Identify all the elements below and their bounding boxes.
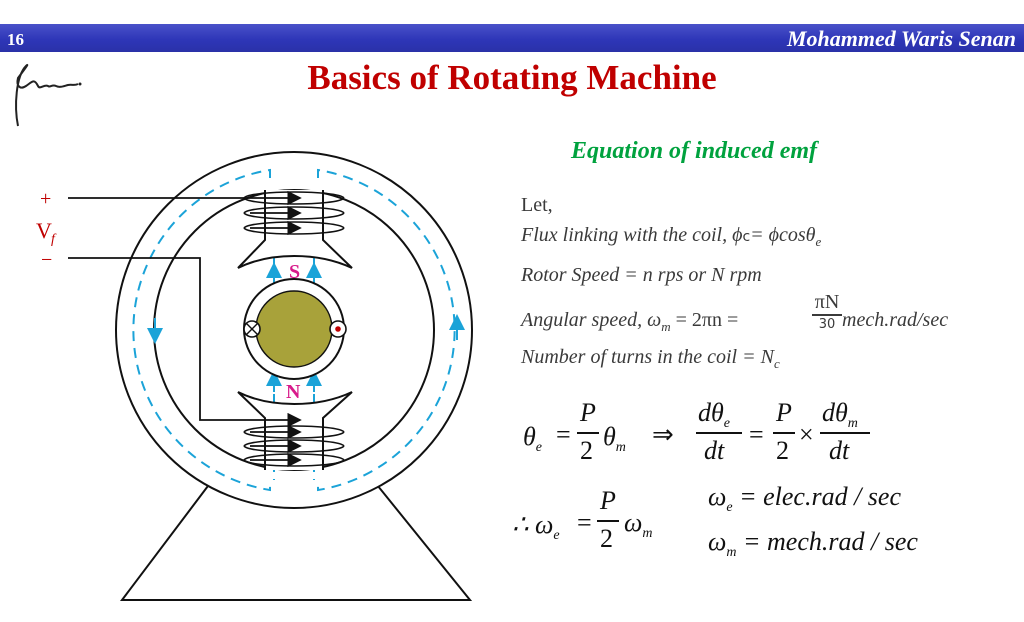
angular-speed-line: Angular speed, ωm = 2πn = [521, 309, 739, 334]
eq-equals-1: = [556, 420, 571, 449]
eq1-den-2: 2 [580, 436, 593, 465]
eq2-bar-1 [696, 432, 742, 434]
eq3-den-2: 2 [600, 524, 613, 553]
conductor-cross-icon [243, 320, 261, 338]
header-bar [0, 24, 1024, 52]
slide-title: Basics of Rotating Machine [307, 58, 717, 97]
pole-label-n: N [286, 381, 301, 403]
eq3-omega-m: ωm [624, 508, 653, 542]
rotor [243, 278, 345, 380]
section-subtitle: Equation of induced emf [571, 138, 818, 164]
terminal-minus: − [41, 249, 52, 271]
angular-unit: mech.rad/sec [842, 309, 949, 331]
eq3-bar [597, 520, 619, 522]
flux-line: Flux linking with the coil, ϕc= ϕcosθe [521, 224, 822, 249]
field-leads [68, 190, 302, 468]
slide-number: 16 [7, 30, 24, 49]
eq2-den-dt-2: dt [829, 436, 850, 465]
eq2-bar-3 [820, 432, 870, 434]
eq2-num-dtheta-e: dθe [698, 398, 730, 432]
eq2-bar-2 [773, 432, 795, 434]
eq2-num-p: P [776, 398, 792, 427]
eq3-num-p: P [600, 486, 616, 515]
terminal-vf: V [36, 218, 52, 243]
author-name: Mohammed Waris Senan [786, 26, 1016, 51]
eq2-den-2: 2 [776, 436, 789, 465]
terminal-plus: + [40, 188, 51, 210]
eq3-therefore-omega-e: ∴ ωe [512, 510, 560, 544]
turns-line: Number of turns in the coil = Nc [521, 346, 780, 371]
rotating-machine-diagram: S N + V f − [36, 151, 473, 601]
angular-fraction: πN 30 [812, 292, 842, 332]
eq-equals-2: = [749, 420, 764, 449]
let-line: Let, [521, 194, 553, 216]
eq1-theta-m: θm [603, 422, 626, 456]
eq-theta-e: θe [523, 422, 542, 456]
signature-logo [15, 64, 82, 127]
rotor-speed-line: Rotor Speed = n rps or N rpm [521, 264, 762, 286]
eq-equals-3: = [577, 508, 592, 537]
eq1-num-p: P [580, 398, 596, 427]
omega-m-definition: ωm = mech.rad / sec [708, 527, 918, 561]
pole-label-s: S [289, 261, 300, 283]
terminal-vf-sub: f [51, 232, 57, 247]
omega-e-definition: ωe = elec.rad / sec [708, 482, 902, 516]
eq1-bar [577, 432, 599, 434]
eq2-num-dtheta-m: dθm [822, 398, 858, 432]
implies-symbol: ⇒ [652, 420, 674, 449]
times-symbol: × [799, 420, 814, 449]
machine-base [119, 469, 473, 601]
conductor-dot-icon [329, 320, 347, 338]
eq2-den-dt-1: dt [704, 436, 725, 465]
